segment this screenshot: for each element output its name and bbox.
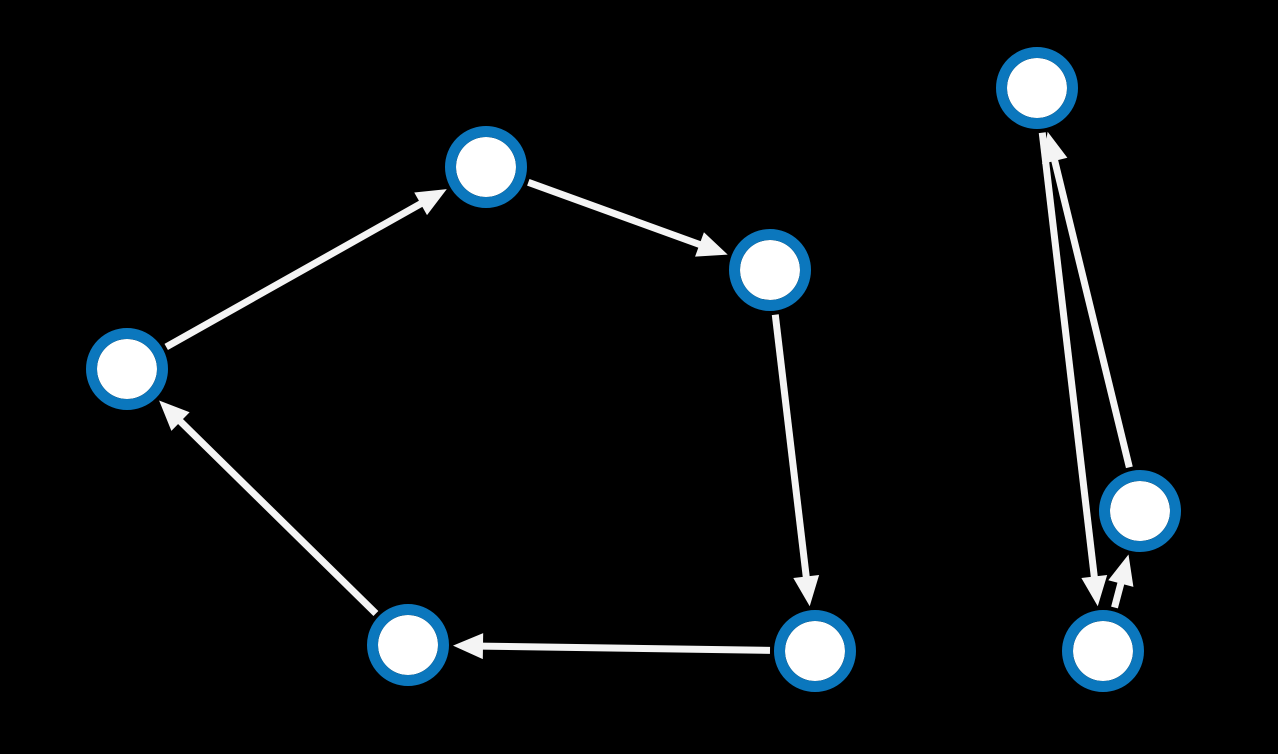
edge-arrowhead-icon [414, 189, 447, 216]
node-ring [367, 604, 449, 686]
graph-node-n6[interactable] [1062, 610, 1144, 692]
edge-arrowhead-icon [159, 400, 190, 431]
node-fill [456, 137, 516, 197]
node-ring [774, 610, 856, 692]
graph-edge-n3-to-n7[interactable] [771, 314, 820, 607]
node-fill [1110, 481, 1170, 541]
graph-edge-n6-to-n5[interactable] [1108, 554, 1134, 609]
edge-arrowhead-icon [1042, 131, 1068, 164]
node-fill [97, 339, 157, 399]
node-ring [996, 47, 1078, 129]
node-fill [1073, 621, 1133, 681]
edge-arrowhead-icon [695, 232, 728, 257]
graph-node-n4[interactable] [996, 47, 1078, 129]
node-fill [378, 615, 438, 675]
graph-node-n1[interactable] [86, 328, 168, 410]
edge-line [1111, 580, 1125, 609]
graph-edge-n8-to-n1[interactable] [159, 400, 379, 616]
graph-node-n2[interactable] [445, 126, 527, 208]
graph-edge-n1-to-n2[interactable] [164, 189, 447, 350]
graph-edge-n4-to-n6[interactable] [1038, 132, 1108, 607]
edge-line [1050, 158, 1133, 469]
graph-node-n5[interactable] [1099, 470, 1181, 552]
node-layer [86, 47, 1181, 692]
node-fill [785, 621, 845, 681]
graph-edge-n2-to-n3[interactable] [527, 179, 728, 257]
node-ring [1062, 610, 1144, 692]
graph-edge-n7-to-n8[interactable] [452, 633, 771, 660]
edge-arrowhead-icon [1081, 575, 1108, 607]
edge-line [480, 642, 771, 654]
graph-node-n3[interactable] [729, 229, 811, 311]
node-fill [1007, 58, 1067, 118]
edge-line [1038, 132, 1098, 579]
graph-node-n7[interactable] [774, 610, 856, 692]
graph-node-n8[interactable] [367, 604, 449, 686]
node-ring [86, 328, 168, 410]
edge-line [176, 417, 379, 616]
edge-arrowhead-icon [1108, 554, 1134, 587]
edge-arrowhead-icon [793, 574, 820, 607]
node-ring [445, 126, 527, 208]
graph-edge-n5-to-n4[interactable] [1042, 131, 1133, 469]
node-fill [740, 240, 800, 300]
edge-line [164, 199, 425, 350]
edge-line [771, 314, 810, 579]
edge-layer [159, 131, 1134, 660]
edge-arrowhead-icon [452, 633, 484, 660]
edge-line [527, 179, 703, 249]
node-ring [729, 229, 811, 311]
node-ring [1099, 470, 1181, 552]
